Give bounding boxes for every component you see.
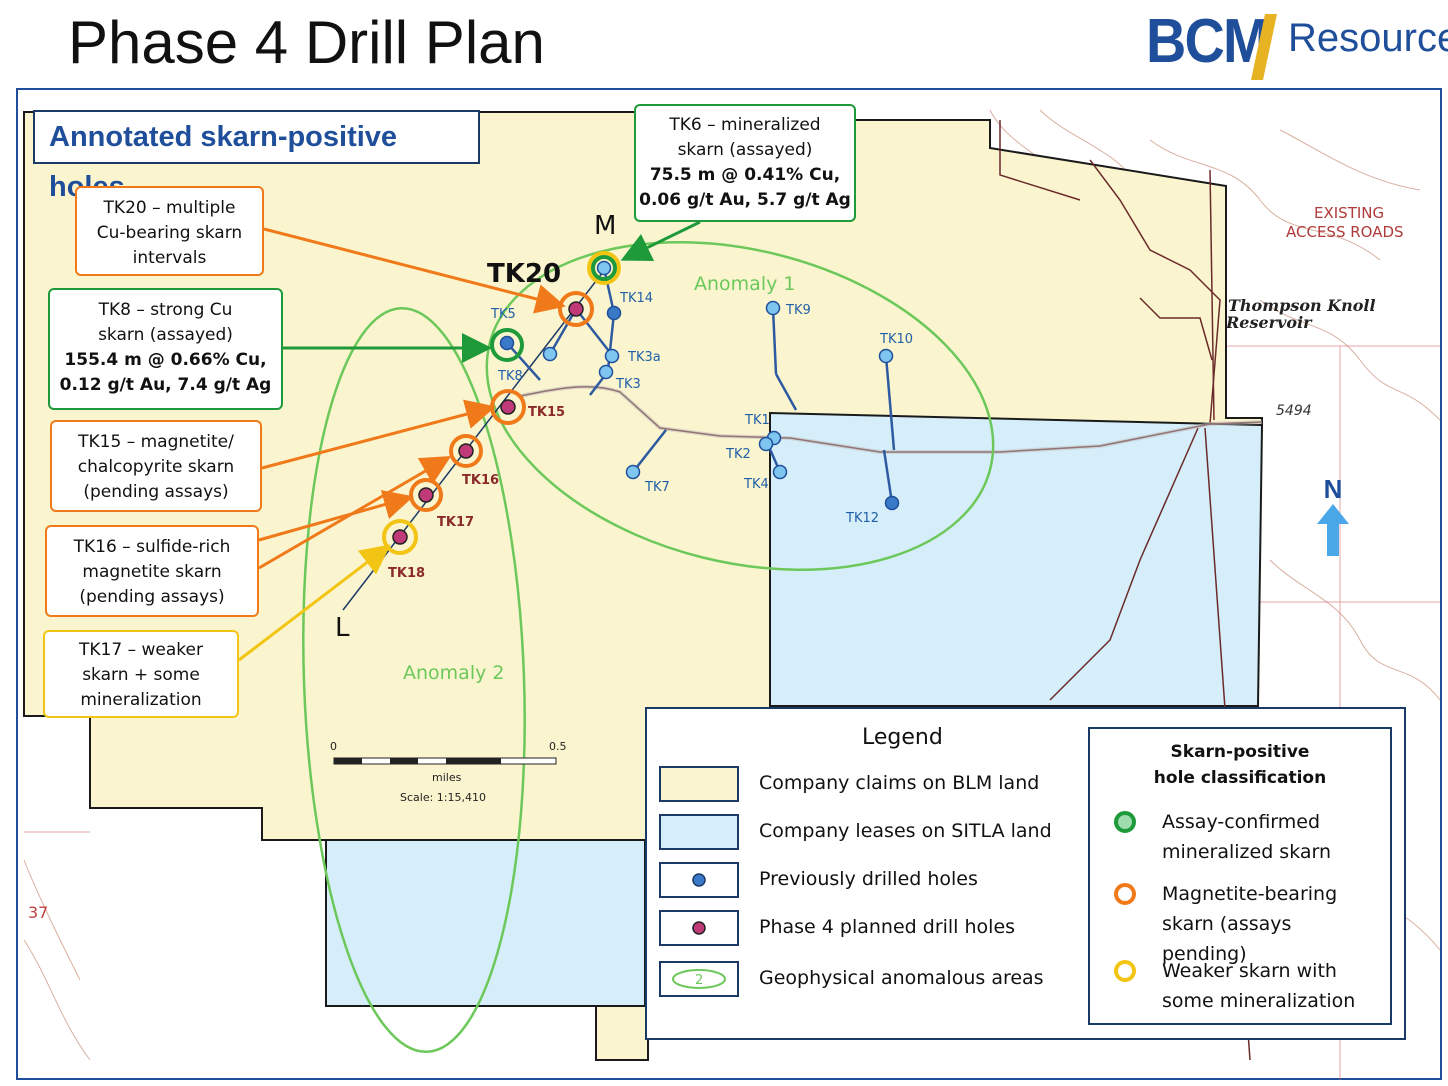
hole-tk15	[500, 399, 516, 415]
logo-resources-text: Resources	[1288, 16, 1448, 60]
callout-tk15: TK15 – magnetite/ chalcopyrite skarn (pe…	[50, 420, 262, 512]
label-tk8: TK8	[497, 369, 523, 384]
weaker-ring-icon	[1114, 960, 1136, 982]
label-tk9: TK9	[785, 303, 811, 318]
annotation-title: Annotated skarn-positive holes	[33, 110, 480, 203]
label-tk2: TK2	[725, 447, 751, 462]
callout-tk17: TK17 – weaker skarn + some mineralizatio…	[43, 630, 239, 718]
hole-tk18	[392, 529, 408, 545]
anomaly-2-label: Anomaly 2	[403, 662, 504, 684]
hole-tk2	[758, 436, 774, 452]
hole-labels: TK5 TK8 TK14 TK3a TK3 TK9 TK10 TK1 TK2 T…	[28, 204, 1404, 922]
north-label: N	[1323, 474, 1343, 504]
elevation-label: 5494	[1276, 403, 1312, 419]
svg-text:0.5: 0.5	[549, 740, 567, 753]
label-tk16: TK16	[462, 473, 499, 488]
label-tk14: TK14	[619, 291, 653, 306]
ring-tk8	[490, 328, 524, 362]
label-tk20-big: TK20	[487, 259, 561, 289]
reservoir-label-1: Thompson Knoll	[1228, 296, 1376, 315]
label-tk7: TK7	[644, 480, 670, 495]
svg-text:miles: miles	[432, 771, 462, 784]
sitla-leases-area-south	[325, 839, 646, 1007]
north-arrow: N	[1315, 476, 1351, 562]
hole-tk4	[772, 464, 788, 480]
callout-arrows	[238, 220, 701, 662]
hole-traces	[506, 267, 896, 504]
contour-label: 37	[28, 903, 48, 922]
hole-tk7	[625, 464, 641, 480]
hole-tk3a	[604, 348, 620, 364]
label-tk3: TK3	[615, 377, 641, 392]
label-tk12: TK12	[845, 511, 879, 526]
roads-label-1: EXISTING	[1314, 204, 1384, 222]
legend-swatch-planned-holes	[659, 910, 739, 946]
label-tk1: TK1	[744, 413, 770, 428]
hole-tk6	[596, 260, 612, 276]
label-tk5: TK5	[490, 307, 516, 322]
legend-swatch-claims	[659, 766, 739, 802]
magnetite-ring-icon	[1114, 883, 1136, 905]
planned-holes	[392, 301, 584, 545]
hole-tk-mid	[542, 346, 558, 362]
ring-tk16	[449, 434, 483, 468]
arrow-tk15	[261, 399, 496, 470]
roads-label-2: ACCESS ROADS	[1286, 223, 1404, 241]
arrow-tk20	[263, 227, 566, 314]
section-label-l: L	[335, 613, 350, 643]
arrow-tk16-b	[258, 490, 414, 542]
sitla-leases-area-east	[769, 411, 1264, 707]
anomaly-2-outline	[302, 306, 526, 1054]
company-logo: BCM Resources	[1146, 6, 1448, 80]
hole-tk14	[606, 305, 622, 321]
hole-tk10	[878, 348, 894, 364]
scale-bar: 0 0.5 miles Scale: 1:15,410	[330, 740, 567, 804]
hole-tk17	[418, 487, 434, 503]
legend-swatch-anomalies: 2	[659, 961, 739, 997]
map-legend: Legend Company claims on BLM land Compan…	[645, 707, 1406, 1040]
north-arrow-icon	[1317, 504, 1349, 556]
classification-box: Skarn-positive hole classification Assay…	[1088, 727, 1392, 1025]
arrow-tk6	[620, 220, 701, 261]
assay-confirmed-ring-icon	[1114, 811, 1136, 833]
arrow-tk17	[238, 544, 391, 662]
ring-tk18	[382, 519, 418, 555]
road-casing	[519, 384, 1263, 454]
label-tk4: TK4	[743, 477, 769, 492]
svg-text:0: 0	[330, 740, 337, 753]
svg-text:Scale: 1:15,410: Scale: 1:15,410	[400, 791, 486, 804]
logo-bcm-text: BCM	[1146, 7, 1269, 76]
page-title: Phase 4 Drill Plan	[68, 9, 545, 76]
callout-tk8: TK8 – strong Cu skarn (assayed) 155.4 m …	[48, 288, 283, 410]
anomaly-1-label: Anomaly 1	[694, 273, 795, 295]
hole-tk16	[458, 443, 474, 459]
ring-tk6-green	[591, 255, 617, 281]
label-tk18: TK18	[388, 566, 425, 581]
svg-text:2: 2	[695, 973, 703, 988]
label-tk15: TK15	[528, 405, 565, 420]
hole-tk12	[884, 495, 900, 511]
legend-swatch-previous-holes	[659, 862, 739, 898]
previous-holes	[499, 260, 900, 511]
callout-tk6: TK6 – mineralized skarn (assayed) 75.5 m…	[634, 104, 856, 222]
classification-title: Skarn-positive hole classification	[1153, 742, 1327, 788]
label-tk10: TK10	[879, 332, 913, 347]
hole-tk9	[765, 300, 781, 316]
label-tk3a: TK3a	[627, 350, 661, 365]
hole-tk20	[568, 301, 584, 317]
ring-tk6-yellow	[587, 251, 621, 285]
legend-swatch-leases	[659, 814, 739, 850]
hole-tk5	[499, 335, 515, 351]
label-tk17: TK17	[437, 515, 474, 530]
map-frame	[16, 88, 1442, 1080]
reservoir-label-2: Reservoir	[1225, 313, 1313, 332]
hole-tk3	[598, 364, 614, 380]
callout-tk16: TK16 – sulfide-rich magnetite skarn (pen…	[45, 525, 259, 617]
section-label-m: M	[594, 211, 616, 241]
callout-tk20: TK20 – multiple Cu-bearing skarn interva…	[75, 186, 264, 276]
legend-title: Legend	[862, 725, 943, 750]
